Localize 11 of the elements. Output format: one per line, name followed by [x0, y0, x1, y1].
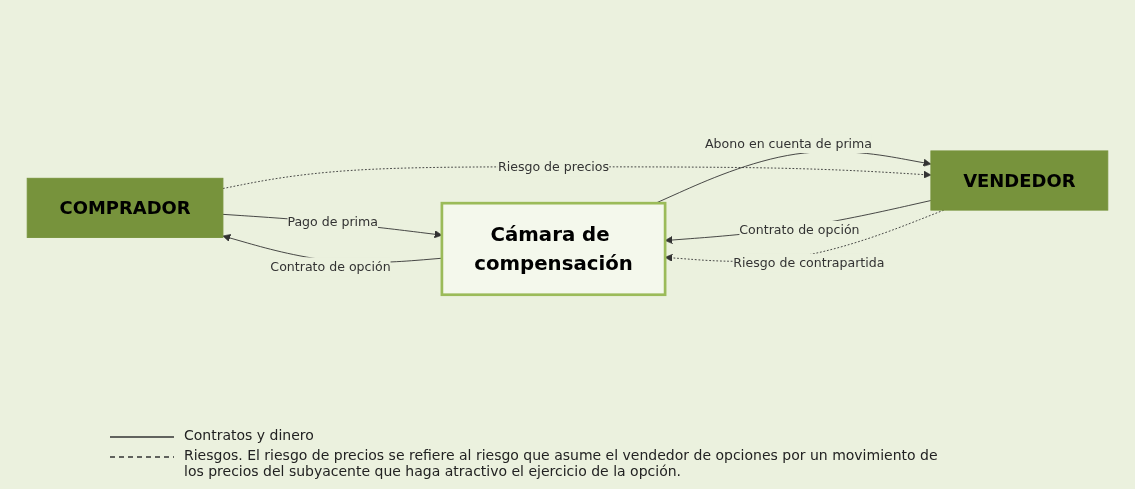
edge-label: Riesgo de contrapartida [733, 255, 885, 270]
legend-text: Contratos y dinero [184, 427, 314, 443]
edge-label: Contrato de opción [739, 222, 860, 237]
node-box: Cámara de compensación [440, 201, 667, 297]
legend-text: Riesgos. El riesgo de precios se refiere al riesgo que asume el vendedor de opciones por un movimiento de los precios del subyacente que haga atractivo el ejercicio de la opción. [184, 447, 939, 479]
node-box: COMPRADOR [26, 177, 224, 238]
edge-label: Riesgo de precios [497, 159, 610, 174]
edge-label: Contrato de opción [270, 259, 391, 274]
node-box: VENDEDOR [930, 150, 1109, 211]
edge-label: Pago de prima [287, 213, 379, 229]
edge-label: Abono en cuenta de prima [705, 136, 873, 151]
